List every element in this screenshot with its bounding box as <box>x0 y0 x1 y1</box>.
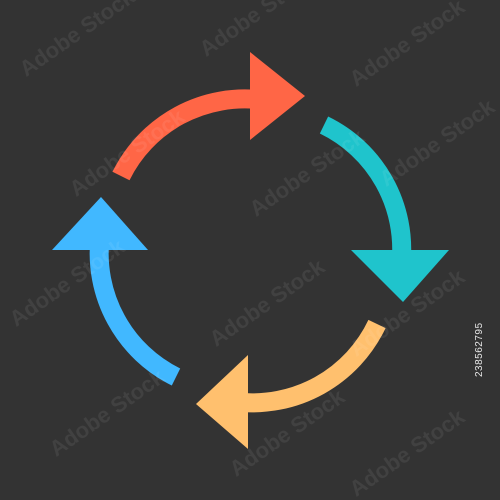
arrow-top-icon <box>112 52 305 181</box>
stock-id-label: 238562795 <box>474 322 485 378</box>
arrow-bottom-icon <box>196 319 386 449</box>
arrow-right-icon <box>319 116 449 302</box>
arrow-left-icon <box>52 197 181 386</box>
